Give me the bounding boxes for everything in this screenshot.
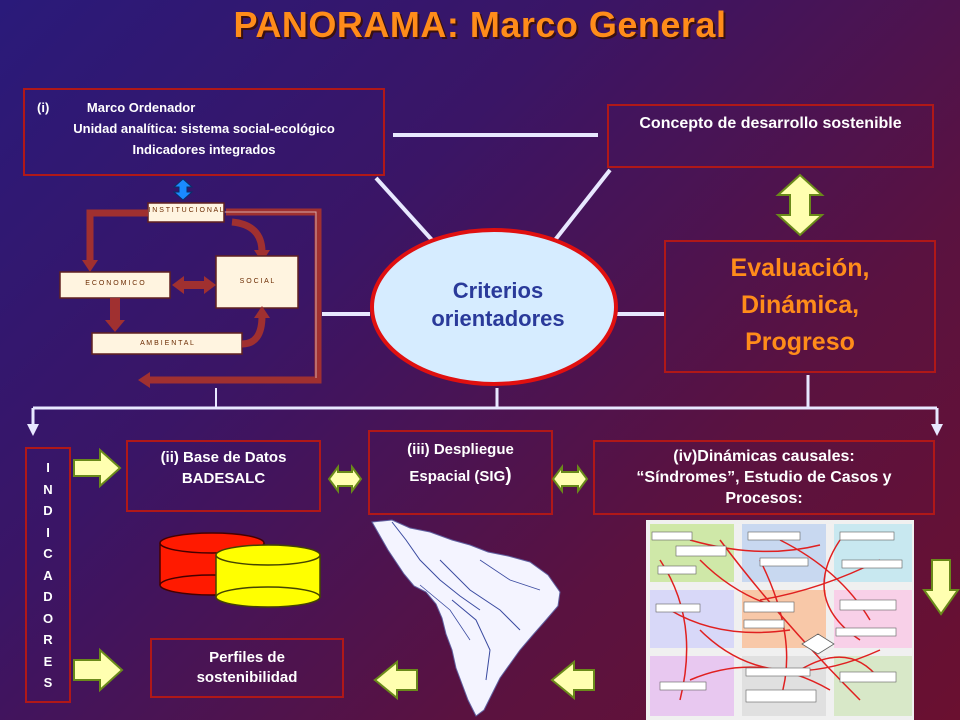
arrow-right-bottom bbox=[73, 647, 124, 693]
criterios-text: Criterios orientadores bbox=[431, 278, 565, 331]
criterios-label: Criterios orientadores bbox=[408, 277, 588, 333]
page-title: PANORAMA: Marco General bbox=[233, 4, 727, 45]
marco-unidad: Unidad analítica: sistema social-ecológi… bbox=[73, 121, 335, 136]
arrow-left-dinamicas-map bbox=[550, 659, 595, 701]
dinamicas-sindromes: “Síndromes”, Estudio de Casos y bbox=[636, 469, 892, 486]
despliegue-line2: Espacial (SIG) bbox=[370, 463, 551, 490]
indicadores-letter: I bbox=[46, 460, 50, 475]
marco-title: Marco Ordenador bbox=[86, 100, 196, 115]
despliegue-title: (iii) Despliegue bbox=[407, 441, 514, 458]
database-yellow-icon bbox=[215, 544, 321, 608]
dinamicas-procesos: Procesos: bbox=[725, 490, 803, 507]
indicadores-letter: R bbox=[43, 632, 53, 647]
double-arrow-ii-iii bbox=[327, 464, 363, 494]
arrow-right-top bbox=[73, 447, 122, 489]
box-base-datos: (ii) Base de Datos BADESALC bbox=[126, 440, 321, 512]
despliegue-paren: ) bbox=[505, 465, 512, 486]
box-dinamicas: (iv)Dinámicas causales: “Síndromes”, Est… bbox=[593, 440, 935, 515]
indicadores-letter: D bbox=[43, 503, 53, 518]
marco-number: (i) bbox=[37, 100, 50, 115]
system-institucional: I N S T I T U C I O N A L bbox=[148, 207, 224, 214]
box-marco-ordenador: (i) Marco Ordenador Unidad analítica: si… bbox=[23, 88, 385, 176]
perfiles-text: Perfiles de sostenibilidad bbox=[196, 649, 298, 686]
box-concepto: Concepto de desarrollo sostenible bbox=[607, 104, 934, 168]
marco-indicadores: Indicadores integrados bbox=[132, 142, 276, 157]
double-arrow-iii-iv bbox=[551, 464, 589, 494]
system-economico: E C O N O M I C O bbox=[85, 280, 145, 287]
despliegue-sig: Espacial (SIG bbox=[409, 468, 506, 485]
box-evaluacion: Evaluación, Dinámica, Progreso bbox=[664, 240, 936, 373]
box-despliegue: (iii) Despliegue Espacial (SIG) bbox=[368, 430, 553, 515]
marco-line1: (i) Marco Ordenador bbox=[25, 97, 383, 118]
system-ambiental: A M B I E N T A L bbox=[140, 340, 194, 347]
evaluacion-text: Evaluación, Dinámica, Progreso bbox=[730, 254, 870, 356]
indicadores-letter: I bbox=[46, 524, 50, 540]
indicadores-letter: A bbox=[43, 567, 53, 583]
concepto-text: Concepto de desarrollo sostenible bbox=[639, 115, 902, 132]
indicadores-letter: D bbox=[43, 589, 53, 604]
indicadores-letter: S bbox=[43, 675, 53, 690]
indicadores-letter: N bbox=[43, 481, 53, 497]
base-datos-title: (ii) Base de Datos bbox=[160, 449, 287, 466]
arrow-left-map-perfiles-body bbox=[373, 659, 418, 701]
indicadores-letter: O bbox=[42, 610, 54, 626]
system-social: S O C I A L bbox=[239, 278, 275, 285]
base-datos-name: BADESALC bbox=[181, 470, 266, 487]
arrow-down-right bbox=[922, 559, 960, 616]
indicadores-letter: E bbox=[43, 653, 53, 669]
indicadores-letter: C bbox=[43, 546, 53, 561]
box-perfiles: Perfiles de sostenibilidad bbox=[150, 638, 344, 698]
dinamicas-title: (iv)Dinámicas causales: bbox=[673, 448, 855, 465]
